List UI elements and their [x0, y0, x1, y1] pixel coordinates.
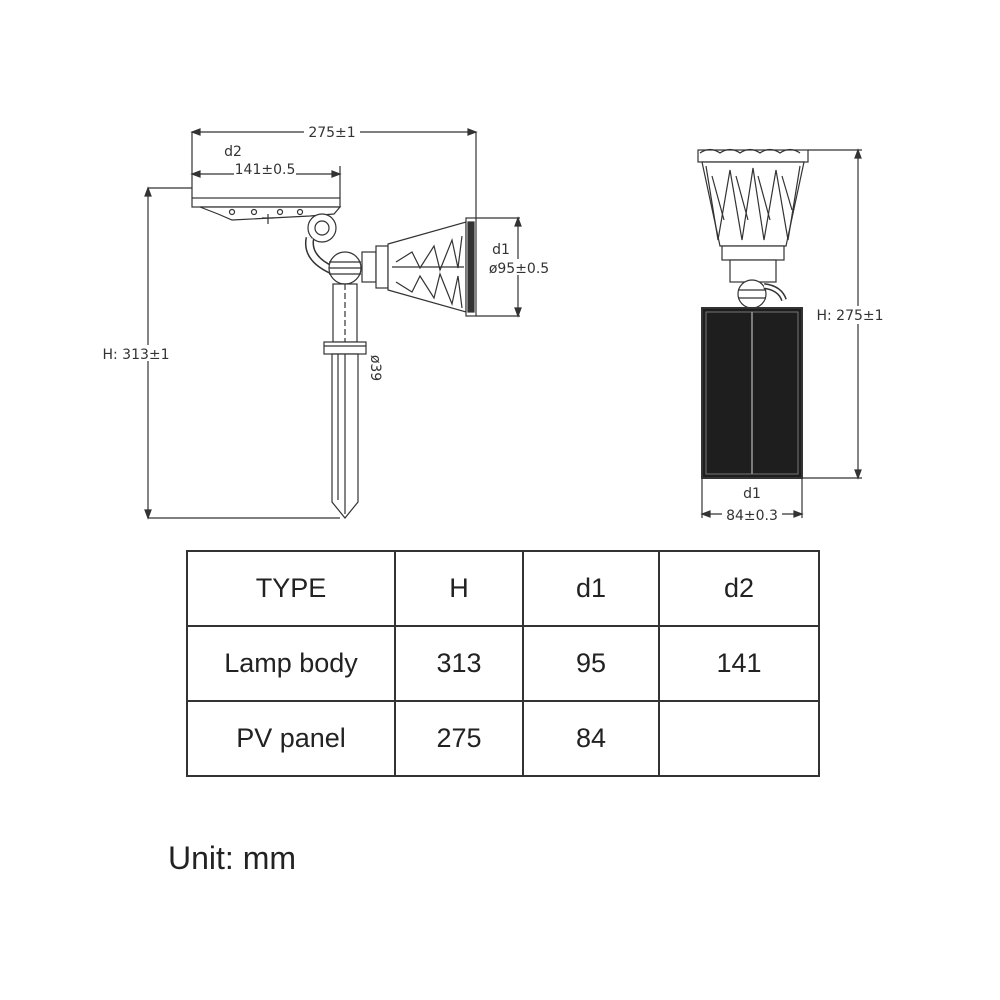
- front-lamp-head: [697, 148, 809, 283]
- table-cell: 141: [658, 625, 820, 702]
- side-lamp-head: [361, 217, 477, 317]
- table-cell: 275: [394, 700, 524, 777]
- width-label: 275±1: [308, 125, 355, 141]
- side-pole-stake: [323, 283, 367, 519]
- side-view-labels: 275±1 d2 141±0.5 d1 ø95±0.5 H: 313±1 ø39: [102, 122, 552, 381]
- front-view: [697, 148, 862, 518]
- height-label: H: 313±1: [102, 347, 169, 363]
- header-d2: d2: [658, 550, 820, 627]
- table-cell: PV panel: [186, 700, 396, 777]
- d2-label: d2: [224, 144, 242, 160]
- side-swivel-joint: [304, 213, 362, 285]
- technical-drawing: 275±1 d2 141±0.5 d1 ø95±0.5 H: 313±1 ø39: [102, 122, 890, 524]
- table-cell: 95: [522, 625, 660, 702]
- front-d1-value: 84±0.3: [726, 508, 778, 524]
- front-view-labels: H: 275±1 d1 84±0.3: [722, 306, 890, 524]
- table-cell: 313: [394, 625, 524, 702]
- header-d1: d1: [522, 550, 660, 627]
- front-solar-panel: [701, 307, 803, 479]
- d1-label: d1: [492, 242, 510, 258]
- table-cell: [658, 700, 820, 777]
- table-cell: Lamp body: [186, 625, 396, 702]
- side-view: [144, 128, 522, 520]
- table-row: Lamp body 313 95 141: [186, 625, 820, 702]
- front-height-label: H: 275±1: [816, 308, 883, 324]
- front-d1-label: d1: [743, 486, 761, 502]
- height-dimension: [144, 186, 340, 520]
- header-h: H: [394, 550, 524, 627]
- dimension-table: TYPE H d1 d2 Lamp body 313 95 141 PV pan…: [186, 550, 820, 777]
- d1-value: ø95±0.5: [489, 261, 549, 277]
- unit-label: Unit: mm: [168, 840, 296, 876]
- table-cell: 84: [522, 700, 660, 777]
- table-header-row: TYPE H d1 d2: [186, 550, 820, 627]
- d2-dimension: [190, 166, 342, 198]
- front-swivel-joint: [737, 279, 787, 309]
- header-type: TYPE: [186, 550, 396, 627]
- d2-value: 141±0.5: [235, 162, 296, 178]
- table-row: PV panel 275 84: [186, 700, 820, 777]
- side-solar-panel: [191, 197, 342, 224]
- stake-diameter-label: ø39: [367, 355, 383, 381]
